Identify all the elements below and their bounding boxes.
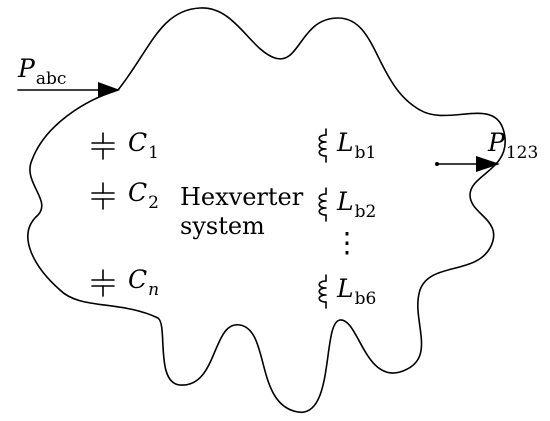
capacitor-2-label: C2 — [128, 178, 159, 213]
inductor-b1-symbol — [318, 128, 327, 163]
input-arrow-head — [98, 82, 120, 98]
system-label-line2: system — [180, 212, 265, 240]
system-label-line1: Hexverter — [180, 183, 304, 211]
output-port-label: P123 — [488, 128, 539, 163]
capacitor-1-symbol — [91, 132, 115, 160]
capacitor-n-symbol — [91, 269, 115, 297]
input-port-label: Pabc — [18, 54, 67, 89]
inductor-b6-symbol — [318, 274, 327, 309]
inductor-b1-label: Lb1 — [337, 128, 377, 163]
inductor-b6-label: Lb6 — [337, 274, 377, 309]
vertical-ellipsis: ⋮ — [333, 226, 361, 259]
inductor-b2-label: Lb2 — [337, 187, 377, 222]
capacitor-1-label: C1 — [128, 128, 159, 163]
inductor-b2-symbol — [318, 187, 327, 222]
system-label: Hexverter system — [180, 183, 303, 241]
capacitor-2-symbol — [91, 182, 115, 210]
output-arrow-head — [476, 156, 500, 172]
system-boundary — [27, 7, 506, 413]
capacitor-n-label: Cn — [128, 265, 160, 300]
